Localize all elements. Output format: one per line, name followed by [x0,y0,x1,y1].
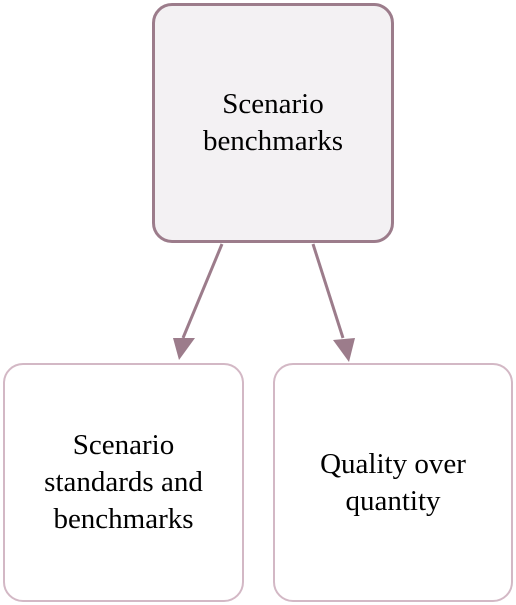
node-quality-over-quantity: Quality over quantity [273,363,513,602]
node-label: Scenario standards and benchmarks [44,429,203,535]
arrowhead-left [173,338,195,360]
node-label: Quality over quantity [320,447,466,517]
edge-root-to-right [311,243,345,339]
node-scenario-benchmarks: Scenario benchmarks [152,3,394,243]
arrowhead-right [333,338,355,362]
node-label: Scenario benchmarks [202,88,344,157]
node-scenario-standards-and-benchmarks: Scenario standards and benchmarks [3,363,244,602]
edge-root-to-left [181,243,224,339]
